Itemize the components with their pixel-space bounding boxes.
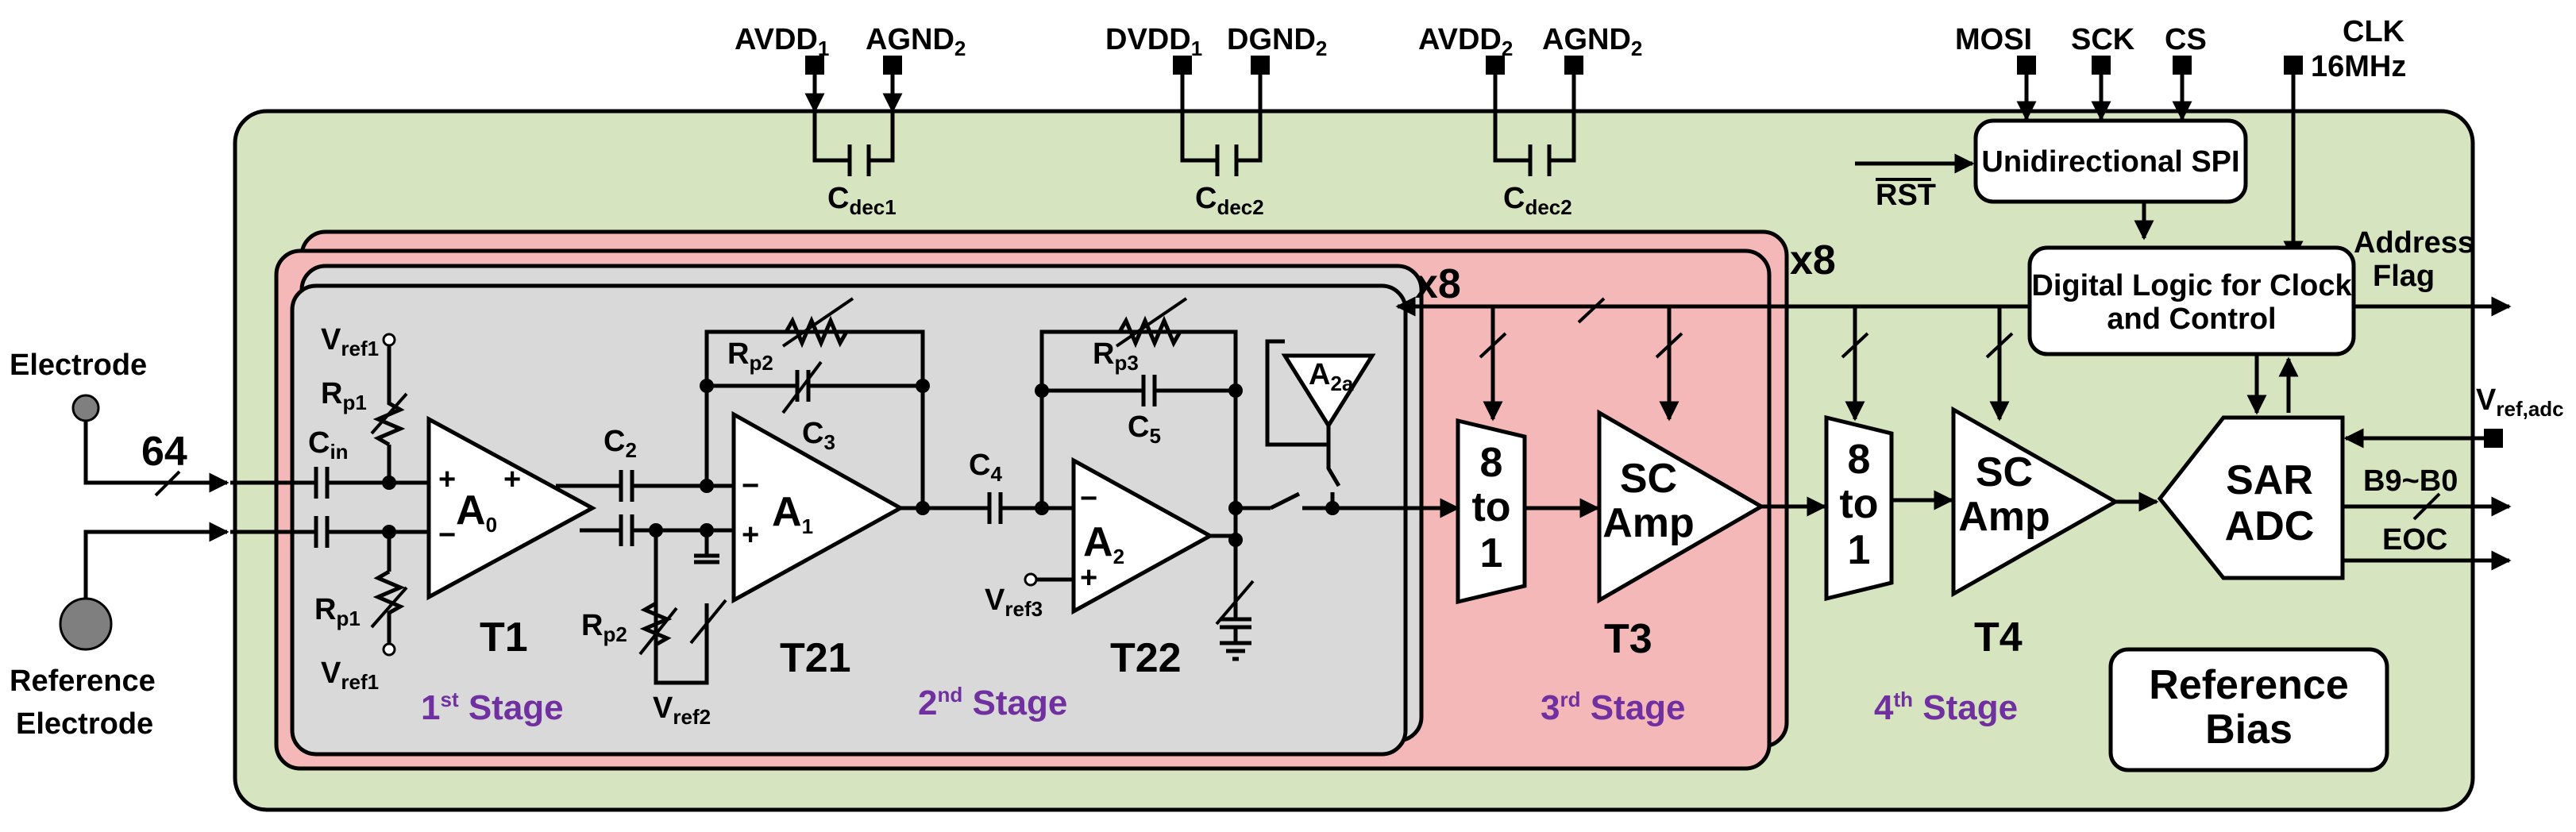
svg-text:C5: C5 — [1128, 410, 1161, 448]
rst-label: RST — [1876, 179, 1936, 212]
svg-text:8: 8 — [1480, 440, 1503, 486]
stage1-label: 1st Stage — [421, 688, 564, 727]
sc-amp3 — [1597, 409, 1765, 604]
cs-pin-label: CS — [2165, 23, 2207, 56]
svg-text:Cdec2: Cdec2 — [1503, 182, 1572, 219]
clk-label: CLK — [2343, 15, 2405, 48]
adc-output-label: B9~B0 — [2363, 464, 2458, 498]
digital-logic-block — [2027, 245, 2356, 356]
electrode-pad — [71, 394, 100, 422]
svg-text:and Control: and Control — [2107, 302, 2276, 336]
stage3-label: 3rd Stage — [1541, 688, 1686, 727]
svg-text:A1: A1 — [772, 489, 813, 538]
reference-bias-block — [2108, 647, 2389, 772]
svg-text:Amp: Amp — [1602, 500, 1695, 546]
t3-label: T3 — [1604, 616, 1652, 662]
mux3 — [1456, 418, 1527, 605]
supply-group-2: DVDD1 DGND2 Cdec2 — [1105, 23, 1327, 219]
svg-text:AVDD2: AVDD2 — [1418, 23, 1513, 60]
svg-text:Cdec2: Cdec2 — [1195, 182, 1264, 219]
supply-group-3: AVDD2 AGND2 Cdec2 — [1418, 23, 1642, 219]
svg-text:+: + — [1080, 561, 1097, 595]
svg-text:T22: T22 — [1110, 635, 1182, 681]
svg-text:Rp2: Rp2 — [727, 337, 773, 375]
svg-text:A2: A2 — [1083, 519, 1124, 568]
svg-text:Rp1: Rp1 — [314, 593, 361, 630]
svg-text:Vref2: Vref2 — [653, 691, 711, 729]
spi-block — [1973, 118, 2248, 204]
svg-text:−: − — [438, 518, 456, 552]
mux4 — [1824, 414, 1894, 602]
t4-label: T4 — [1974, 614, 2023, 661]
address-label: Address — [2354, 226, 2474, 260]
stage4-label: 4th Stage — [1874, 688, 2018, 727]
mosi-pin-label: MOSI — [1955, 23, 2032, 56]
flag-label: Flag — [2373, 260, 2435, 293]
svg-text:SC: SC — [1620, 456, 1677, 502]
svg-text:−: − — [742, 469, 759, 503]
svg-text:C3: C3 — [802, 417, 835, 454]
svg-text:Vref3: Vref3 — [985, 584, 1043, 621]
svg-text:AGND2: AGND2 — [1542, 23, 1642, 60]
stage2-label: 2nd Stage — [918, 683, 1067, 722]
multiplier-outer: x8 — [1790, 237, 1836, 283]
svg-text:1: 1 — [1848, 527, 1871, 573]
svg-text:8: 8 — [1848, 437, 1871, 483]
svg-text:Cin: Cin — [308, 426, 349, 464]
reference-label-2: Electrode — [16, 707, 153, 741]
svg-text:ADC: ADC — [2225, 503, 2315, 549]
svg-text:Rp3: Rp3 — [1093, 337, 1139, 375]
svg-text:Vref1: Vref1 — [321, 657, 379, 694]
svg-text:C4: C4 — [969, 449, 1002, 486]
svg-text:−: − — [1080, 482, 1097, 515]
svg-text:DVDD1: DVDD1 — [1105, 23, 1202, 60]
svg-text:Reference: Reference — [2149, 662, 2348, 708]
svg-text:Cdec1: Cdec1 — [827, 182, 897, 219]
multiplier-inner: x8 — [1415, 261, 1461, 307]
vref-adc-label: Vref,adc — [2476, 383, 2564, 421]
svg-text:T1: T1 — [480, 614, 528, 661]
svg-text:Rp2: Rp2 — [581, 609, 627, 646]
reference-electrode-pad — [59, 597, 113, 651]
svg-text:Digital Logic for Clock: Digital Logic for Clock — [2031, 269, 2352, 302]
clk-freq-label: 16MHz — [2311, 50, 2406, 83]
svg-text:AGND2: AGND2 — [866, 23, 966, 60]
svg-text:Bias: Bias — [2205, 707, 2293, 753]
supply-group-1: AVDD1 AGND2 Cdec1 — [735, 23, 966, 219]
svg-text:+: + — [742, 518, 759, 552]
eoc-label: EOC — [2382, 523, 2447, 557]
svg-text:Vref1: Vref1 — [321, 323, 379, 360]
reference-label: Reference — [10, 664, 156, 698]
sck-pin-label: SCK — [2071, 23, 2135, 56]
svg-text:1: 1 — [1480, 530, 1503, 576]
svg-text:AVDD1: AVDD1 — [735, 23, 829, 60]
svg-text:T21: T21 — [780, 635, 851, 681]
svg-text:to: to — [1839, 481, 1878, 527]
sar-adc — [2157, 415, 2345, 580]
svg-text:Amp: Amp — [1958, 494, 2050, 540]
stage-t21: C2 Rp2 C3 − + A1 Rp2 Vref2 T21 — [556, 297, 978, 729]
stage-t22: C4 Rp3 C5 − + A2 Vref3 A2a T22 — [969, 297, 1460, 681]
svg-text:Unidirectional SPI: Unidirectional SPI — [1981, 145, 2239, 179]
svg-text:+: + — [503, 463, 521, 496]
sc-amp4 — [1951, 406, 2120, 598]
stage-t1: Cin Vref1 Rp1 Rp1 Vref1 + − + A0 T1 — [230, 323, 597, 694]
svg-text:SC: SC — [1976, 449, 2033, 495]
svg-text:Rp1: Rp1 — [321, 377, 367, 414]
electrode-label: Electrode — [10, 349, 147, 382]
svg-text:A2a: A2a — [1309, 358, 1354, 395]
svg-text:C2: C2 — [604, 425, 637, 462]
channel-count: 64 — [141, 429, 187, 475]
svg-text:+: + — [438, 463, 456, 496]
svg-text:SAR: SAR — [2226, 457, 2313, 503]
svg-text:to: to — [1471, 484, 1510, 530]
svg-text:DGND2: DGND2 — [1227, 23, 1327, 60]
svg-text:A0: A0 — [456, 487, 497, 537]
